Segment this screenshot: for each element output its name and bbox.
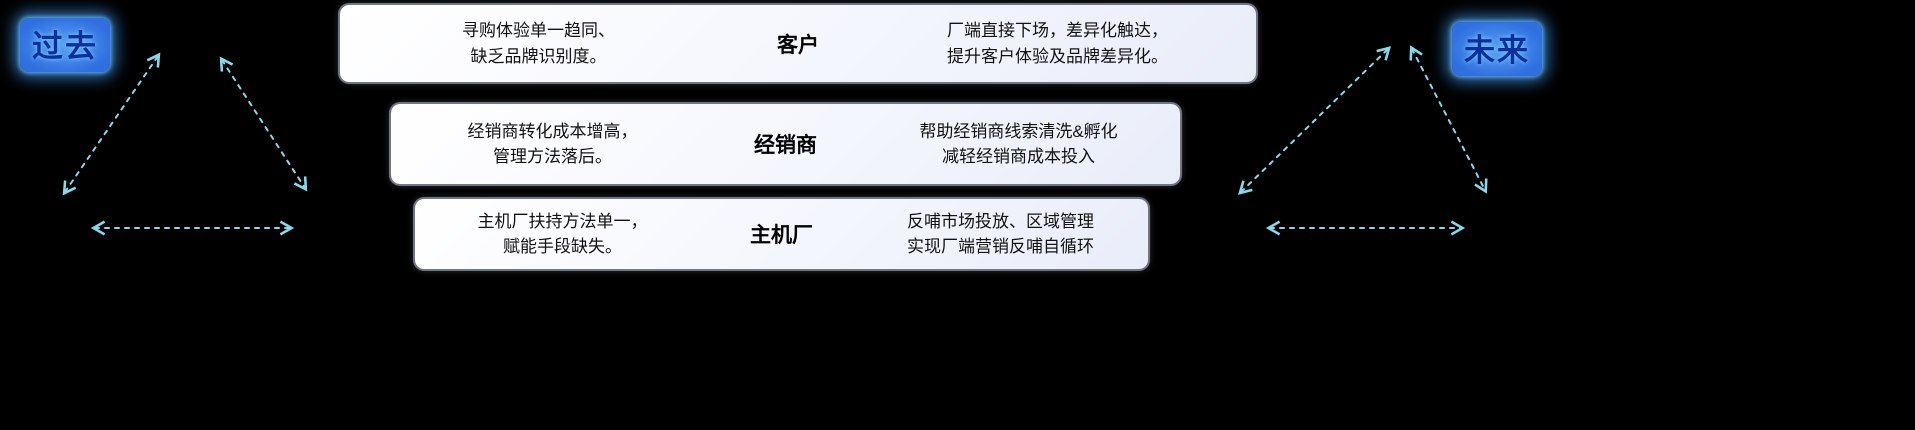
- oem-role-label: 主机厂: [750, 224, 813, 247]
- dealer-future-benefit-text: 帮助经销商线索清洗&孵化 减轻经销商成本投入: [919, 121, 1118, 167]
- row-customer: 寻购体验单一趋同、 缺乏品牌识别度。 客户 厂端直接下场，差异化触达， 提升客户…: [340, 5, 1256, 82]
- future-triangle-arrows: [1238, 45, 1488, 236]
- future-triangle-right-edge-arrow: [1409, 45, 1488, 194]
- row-oem: 主机厂扶持方法单一， 赋能手段缺失。 主机厂 反哺市场投放、区域管理 实现厂端营…: [415, 199, 1148, 269]
- dealer-past-pain-text: 经销商转化成本增高， 管理方法落后。: [467, 121, 638, 167]
- past-triangle-right-edge-arrow: [219, 56, 308, 192]
- customer-past-pain-text: 寻购体验单一趋同、 缺乏品牌识别度。: [462, 21, 615, 66]
- oem-past-pain-text: 主机厂扶持方法单一， 赋能手段缺失。: [477, 211, 648, 257]
- oem-future-benefit-text: 反哺市场投放、区域管理 实现厂端营销反哺自循环: [907, 211, 1094, 257]
- past-triangle-left-edge-arrow: [62, 52, 161, 196]
- customer-future-benefit-text: 厂端直接下场，差异化触达， 提升客户体验及品牌差异化。: [947, 21, 1168, 66]
- future-triangle-left-edge-arrow: [1238, 46, 1391, 195]
- dealer-role-label: 经销商: [754, 134, 817, 157]
- customer-role-label: 客户: [777, 33, 819, 57]
- past-triangle-arrows: [62, 52, 308, 236]
- row-dealer: 经销商转化成本增高， 管理方法落后。 经销商 帮助经销商线索清洗&孵化 减轻经销…: [391, 104, 1180, 184]
